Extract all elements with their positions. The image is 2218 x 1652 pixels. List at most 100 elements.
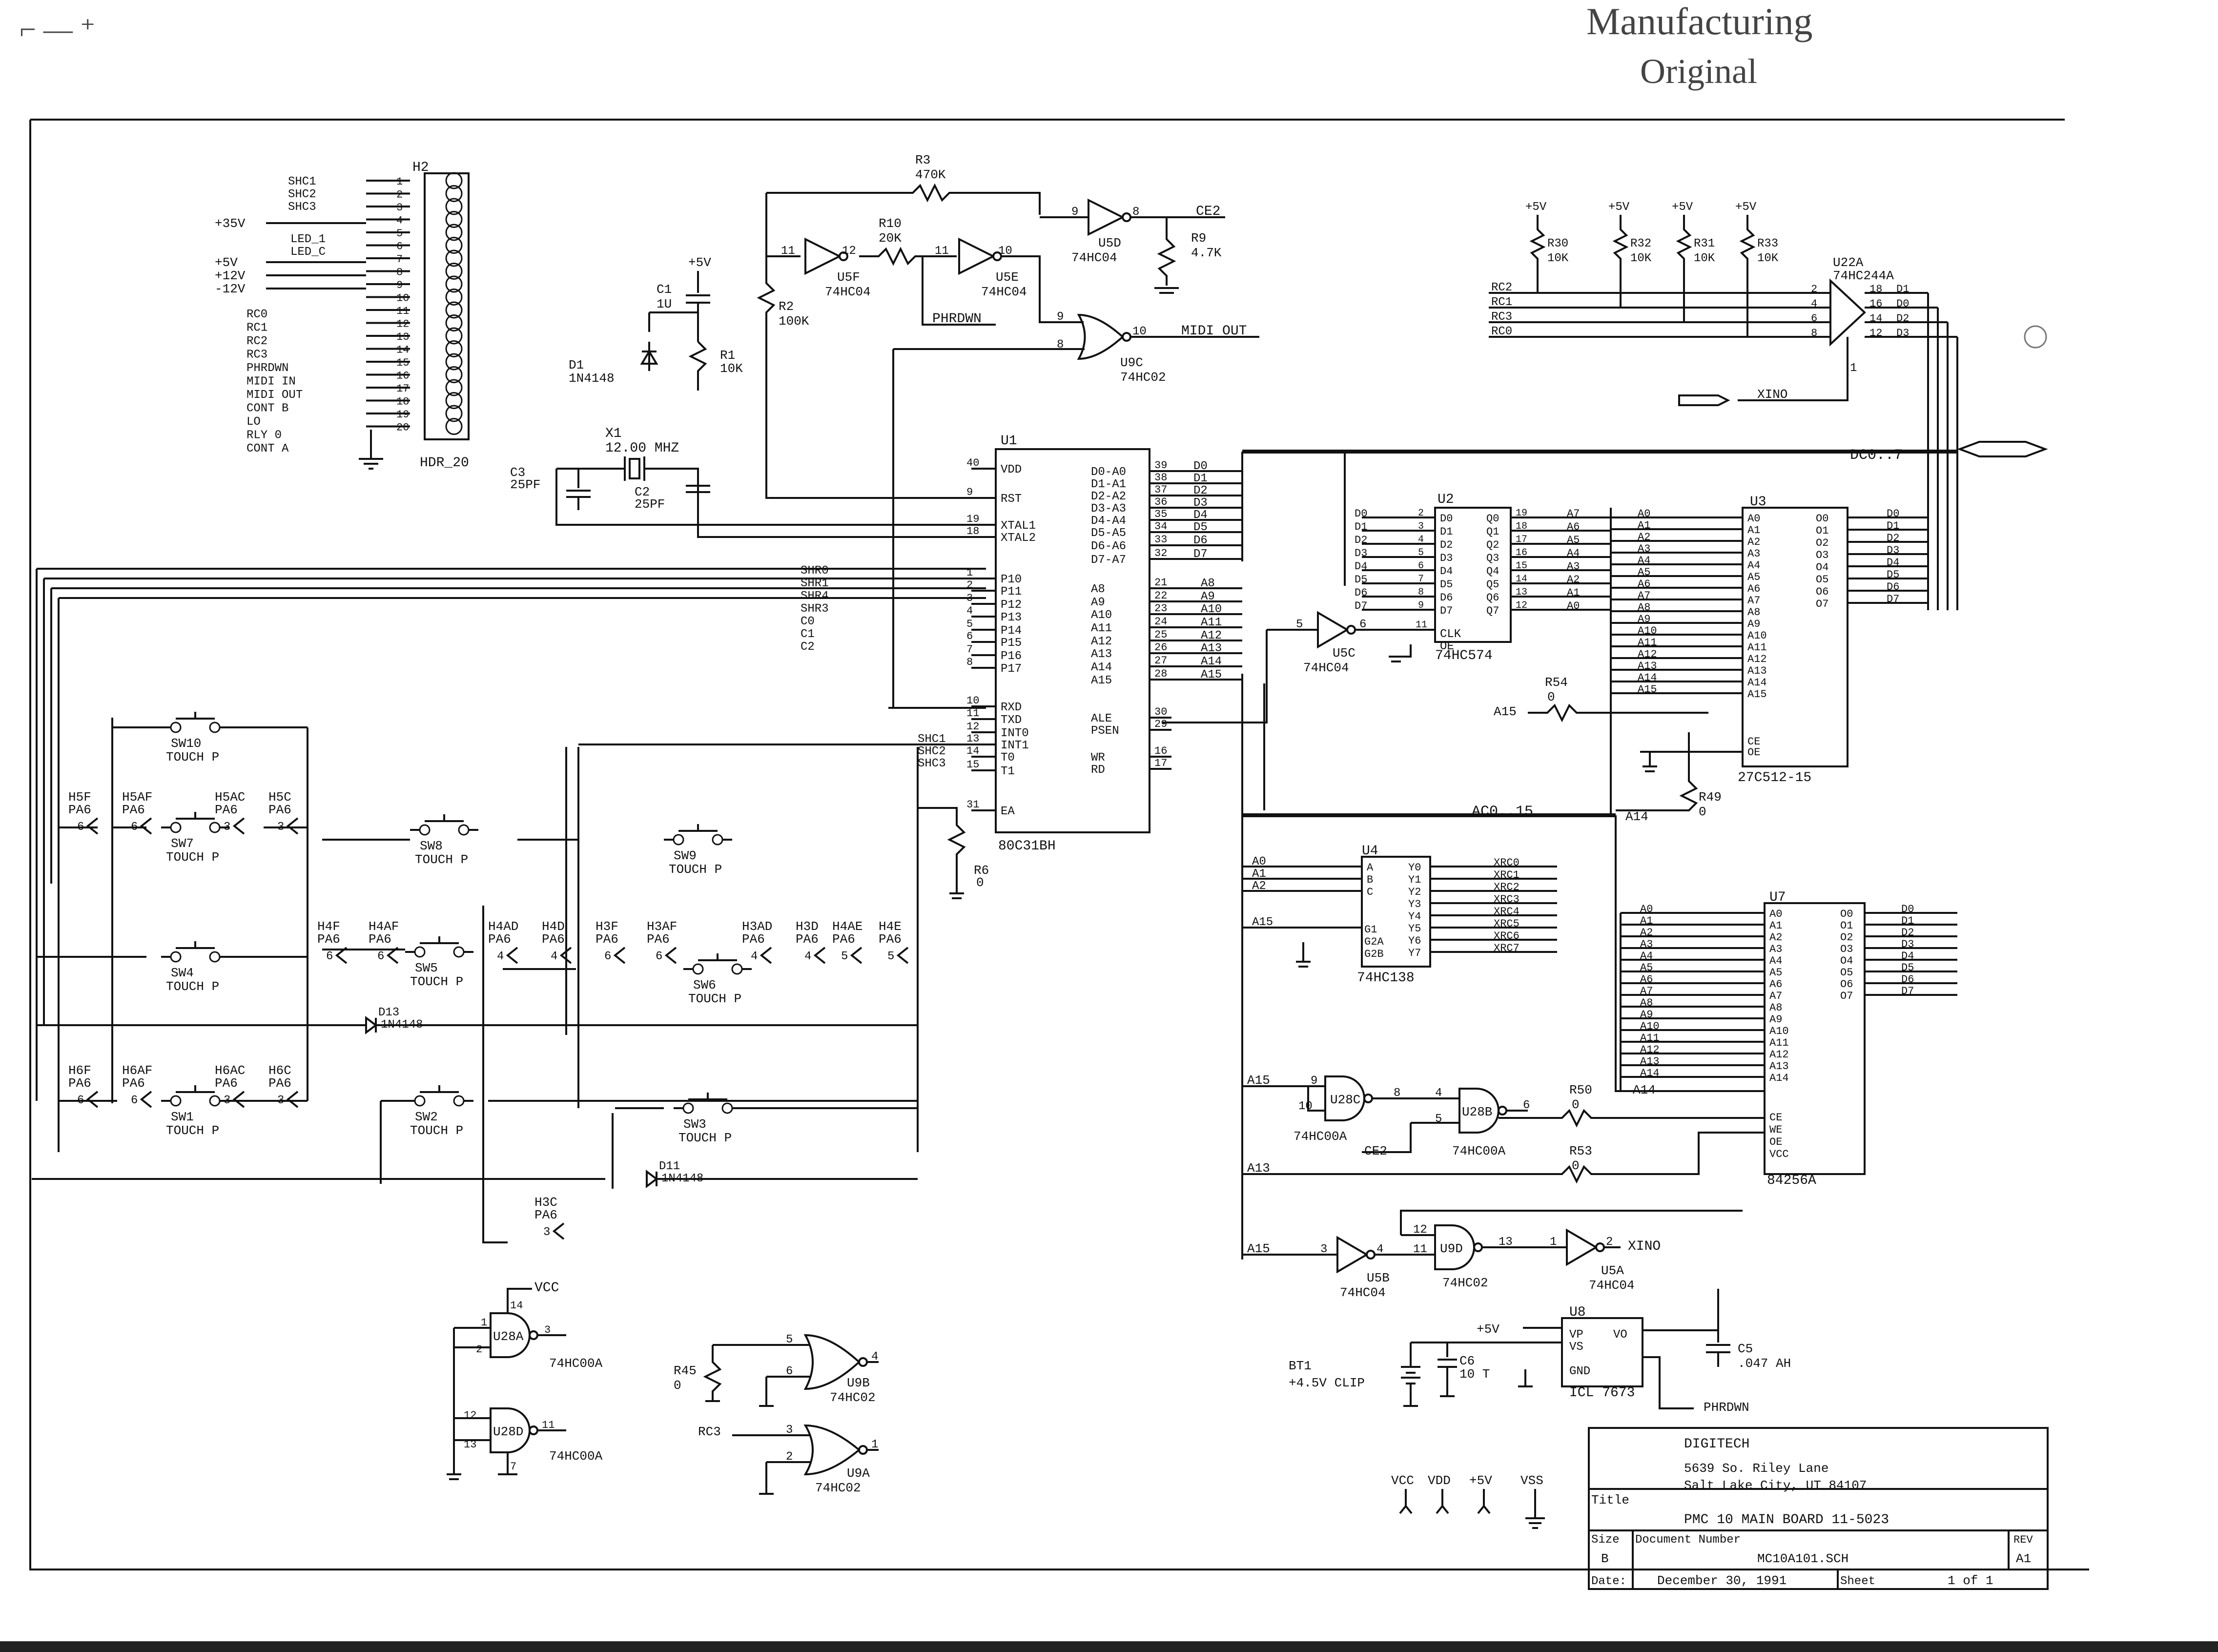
pullup-ref: R33 <box>1757 237 1778 250</box>
contact-ref: H5C <box>268 790 291 805</box>
c3-symbol <box>566 469 591 510</box>
u8-power-switch: U8 ICL 7673 VP VS GND VO +5V BT1 +4.5V C… <box>1289 1289 1791 1415</box>
pushbutton-icon <box>161 1085 229 1102</box>
u7-addr-pin: A4 <box>1769 955 1782 967</box>
r10-value: 20K <box>879 231 902 246</box>
u1-pin-number: 14 <box>966 745 979 757</box>
switch-contact <box>209 1095 221 1107</box>
u9c-part: 74HC02 <box>1120 370 1166 385</box>
u9b-part: 74HC02 <box>830 1390 876 1405</box>
u2-addr-net: A5 <box>1567 534 1580 546</box>
u4-out-pin: Y1 <box>1408 874 1421 886</box>
u3-data-net: D4 <box>1887 557 1899 569</box>
u2-in-net: D5 <box>1355 574 1367 586</box>
u4-in-pin: B <box>1367 874 1373 886</box>
u1-pin-name: XTAL2 <box>1001 532 1036 545</box>
u7-data-net: D4 <box>1901 950 1914 962</box>
h2-pin-number: 16 <box>396 370 409 382</box>
u7-addr-net: A12 <box>1640 1044 1660 1056</box>
h2-pin-socket <box>445 275 463 293</box>
contact-chevron-icon <box>286 1091 299 1108</box>
contact-chevron-icon <box>386 947 399 964</box>
u28-a15: A15 <box>1247 1073 1270 1088</box>
pullup-resistor <box>1529 215 1830 294</box>
u2-in-pin: 5 <box>1418 547 1424 558</box>
p1-net: C1 <box>801 628 815 641</box>
u4-out-net: XRC2 <box>1494 881 1520 893</box>
contact-chevron-icon <box>86 817 99 835</box>
u28c-ref: U28C <box>1330 1093 1360 1107</box>
u28b-pin-b: 5 <box>1435 1113 1442 1126</box>
u7-addr-pin: A3 <box>1769 943 1782 955</box>
contact-type: PA6 <box>796 932 819 947</box>
u1-pin-number: 27 <box>1154 655 1167 667</box>
r1-ref: R1 <box>720 348 735 363</box>
top-gates: 11 12 U5F 74HC04 11 10 U5E 74HC04 9 8 U5… <box>781 198 1259 709</box>
u1-pin-number: 23 <box>1154 602 1167 615</box>
u28-ce2: CE2 <box>1364 1144 1387 1158</box>
contact-chevron-icon <box>896 947 909 964</box>
contact-pin: 4 <box>751 950 758 963</box>
u2-in-net: D0 <box>1355 508 1367 520</box>
u1-pin-name: RST <box>1001 493 1022 506</box>
u7-data-pin: O0 <box>1840 908 1853 920</box>
u4-in-pin: C <box>1367 886 1373 898</box>
h2-pin-socket <box>445 392 463 409</box>
addr-bus-net: A9 <box>1201 590 1215 603</box>
u3-addr-pin: A14 <box>1747 677 1767 689</box>
u3-addr-net: A14 <box>1638 672 1657 684</box>
crystal-nets <box>555 468 986 538</box>
u4-in-net: A1 <box>1252 867 1266 881</box>
contact-chevron-icon <box>664 947 677 964</box>
u22a-out-net: D1 <box>1896 283 1909 295</box>
u2-addr-net: A3 <box>1567 560 1580 573</box>
r6-value: 0 <box>976 875 984 890</box>
u1-ref: U1 <box>1001 434 1017 449</box>
title-block: DIGITECH 5639 So. Riley Lane Salt Lake C… <box>1588 1427 2049 1590</box>
h2-pin-number: 12 <box>396 318 409 330</box>
u1-pin-name: D3-A3 <box>1091 502 1126 516</box>
matrix-columns-mid <box>111 718 919 1152</box>
u5b-part: 74HC04 <box>1340 1285 1386 1300</box>
u1-pin-name: D4-A4 <box>1091 515 1126 528</box>
u2-in-net: D1 <box>1355 521 1367 533</box>
u1-pin-name: A14 <box>1091 661 1112 674</box>
u22a-in-pin: 6 <box>1811 312 1817 325</box>
u1-pin-name: P12 <box>1001 599 1022 612</box>
h2-signal: LED_1 <box>290 233 326 246</box>
u1-pin-number: 19 <box>966 513 979 525</box>
u1-pin-number: 24 <box>1154 616 1167 628</box>
u22a-out-net: D3 <box>1896 327 1909 339</box>
u3-data-net: D1 <box>1887 520 1899 532</box>
u1-pin-name: A8 <box>1091 583 1105 596</box>
x1-freq: 12.00 MHZ <box>605 441 679 456</box>
u3-ref: U3 <box>1750 495 1766 510</box>
u5b-pin-in: 3 <box>1320 1243 1327 1256</box>
xino-port-icon <box>1678 394 1730 406</box>
h2-pin-socket <box>445 340 463 357</box>
switch-contact <box>458 824 470 836</box>
corner-scribble: ⌐ — ⁺ <box>20 13 96 45</box>
h2-signal: LED_C <box>290 246 326 259</box>
addr-bus-net: A15 <box>1201 668 1222 681</box>
r2-ref: R2 <box>779 299 794 314</box>
u1-pin-name: RXD <box>1001 701 1022 714</box>
u3-part: 27C512-15 <box>1738 770 1811 785</box>
u4-out-pin: Y4 <box>1408 910 1421 923</box>
u28c-pin-out: 8 <box>1394 1087 1400 1100</box>
r10-symbol <box>766 247 957 266</box>
u3-data-pin: O4 <box>1816 561 1828 574</box>
u8-nets <box>1411 1289 1730 1409</box>
pushbutton-icon <box>683 953 752 970</box>
u28d-pin: 12 <box>464 1409 476 1422</box>
u3-data-pin: O0 <box>1816 513 1828 525</box>
stamp-line1: Manufacturing <box>1586 0 1813 42</box>
u7-addr-net: A7 <box>1640 985 1653 997</box>
u3-addr-pin: A9 <box>1747 618 1760 630</box>
h2-signal: SHC1 <box>288 175 316 188</box>
switch-contact <box>712 834 723 846</box>
contact-pin: 3 <box>224 821 230 834</box>
pushbutton-icon <box>405 1085 473 1102</box>
u3-addr-pin: A12 <box>1747 653 1767 665</box>
